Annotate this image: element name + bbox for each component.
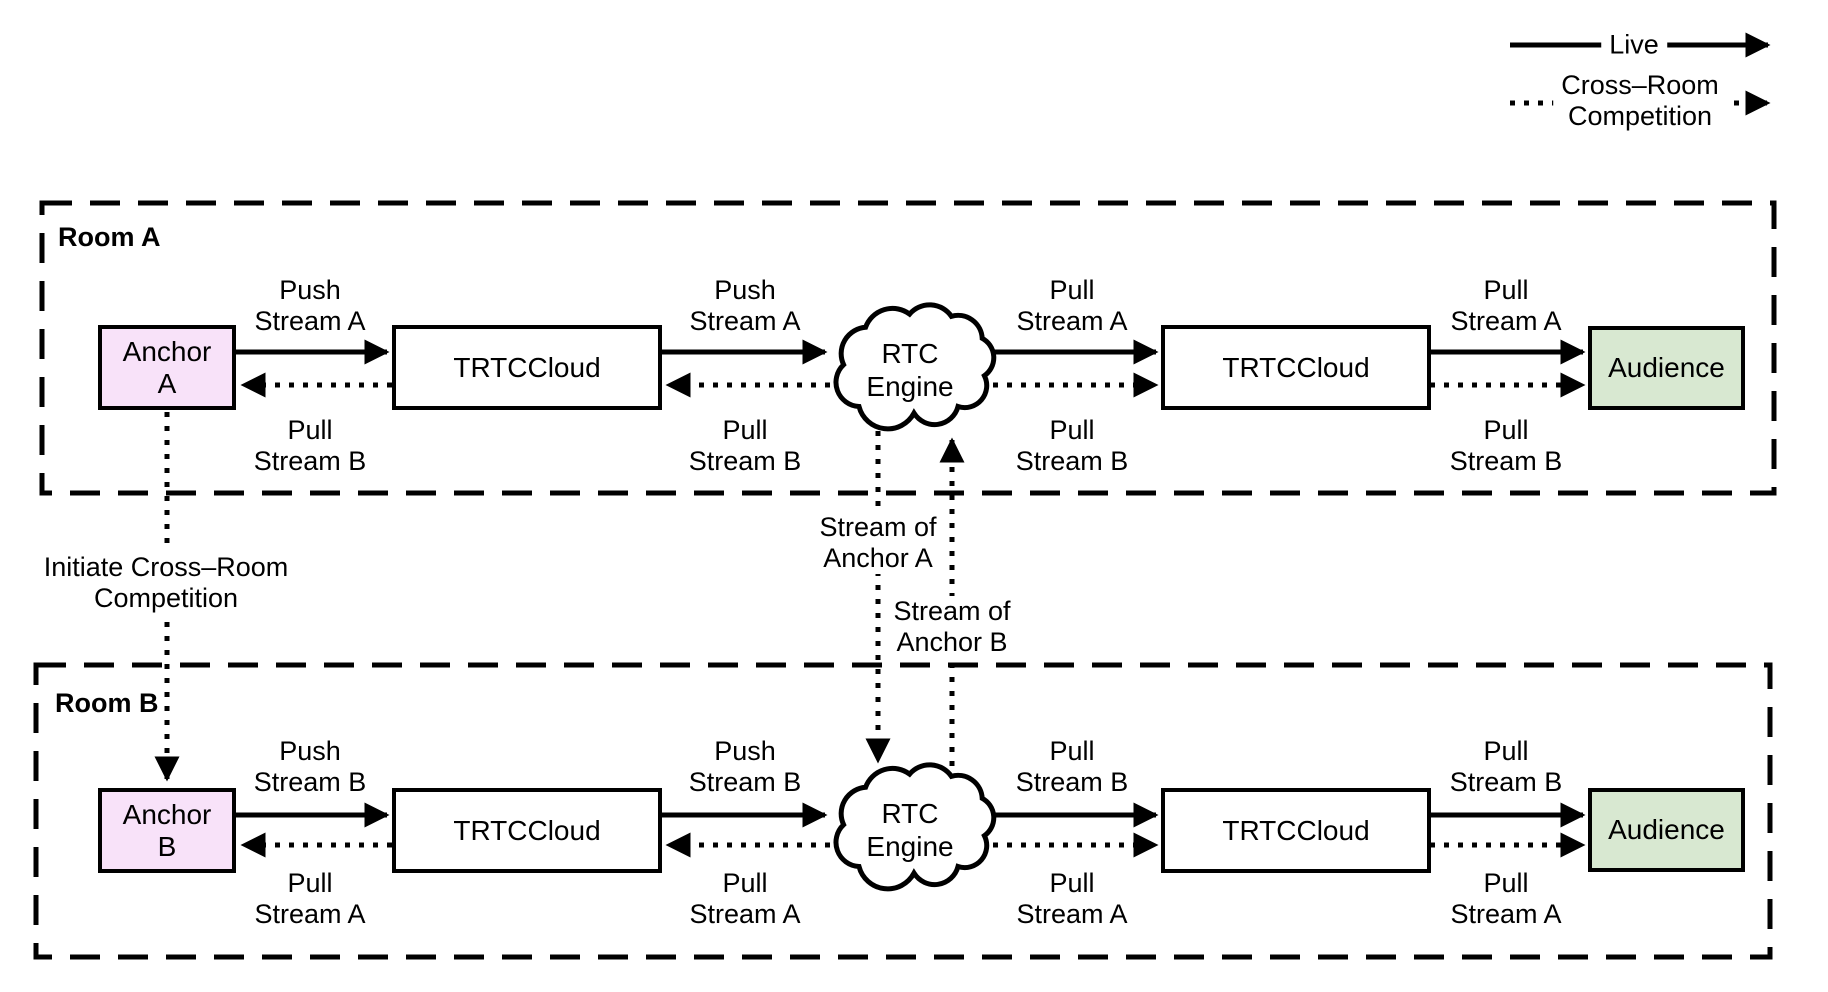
room-b-title: Room B: [55, 688, 159, 718]
room-a-rtc-engine-label: RTC Engine: [866, 338, 954, 402]
room-b-pull-stream-label-4b: Pull Stream A: [1450, 868, 1562, 929]
rtc-engine-cloud-b: [836, 765, 994, 889]
anchor-b-box: Anchor B: [98, 788, 236, 873]
anchor-a-box: Anchor A: [98, 325, 236, 410]
room-b-trtccloud-left-box: TRTCCloud: [392, 788, 662, 873]
room-a-push-stream-label-2: Push Stream A: [689, 275, 801, 336]
room-b-pull-stream-label-2: Pull Stream A: [689, 868, 801, 929]
room-a-pull-stream-label-4: Pull Stream A: [1450, 275, 1562, 336]
room-b-pull-stream-label-3b: Pull Stream A: [1016, 868, 1128, 929]
room-b-pull-stream-label-3: Pull Stream B: [1015, 736, 1129, 797]
rtc-engine-cloud-a: [836, 305, 994, 429]
room-a-pull-stream-label-1: Pull Stream B: [253, 415, 367, 476]
room-a-pull-stream-label-2: Pull Stream B: [688, 415, 802, 476]
stream-of-anchor-b-label: Stream of Anchor B: [885, 596, 1019, 658]
room-a-border: [39, 200, 1777, 496]
initiate-cross-room-label: Initiate Cross–Room Competition: [35, 552, 297, 614]
room-a-push-stream-label-1: Push Stream A: [254, 275, 366, 336]
room-b-push-stream-label-1: Push Stream B: [253, 736, 367, 797]
room-a-trtccloud-right-box: TRTCCloud: [1161, 325, 1431, 410]
room-b-pull-stream-label-1: Pull Stream A: [254, 868, 366, 929]
room-b-border: [33, 662, 1773, 960]
room-b-trtccloud-right-box: TRTCCloud: [1161, 788, 1431, 873]
room-b-push-stream-label-2: Push Stream B: [688, 736, 802, 797]
room-b-rtc-engine-label: RTC Engine: [866, 798, 954, 862]
room-a-pull-stream-label-4b: Pull Stream B: [1449, 415, 1563, 476]
room-a-audience-box: Audience: [1588, 326, 1745, 410]
room-b-audience-box: Audience: [1588, 788, 1745, 872]
room-a-pull-stream-label-3: Pull Stream A: [1016, 275, 1128, 336]
room-b-pull-stream-label-4: Pull Stream B: [1449, 736, 1563, 797]
legend-cross-room-label: Cross–Room Competition: [1553, 70, 1727, 132]
legend-live-label: Live: [1601, 29, 1667, 61]
room-a-trtccloud-left-box: TRTCCloud: [392, 325, 662, 410]
room-a-title: Room A: [58, 222, 161, 252]
room-a-pull-stream-label-3b: Pull Stream B: [1015, 415, 1129, 476]
stream-of-anchor-a-label: Stream of Anchor A: [811, 512, 945, 574]
